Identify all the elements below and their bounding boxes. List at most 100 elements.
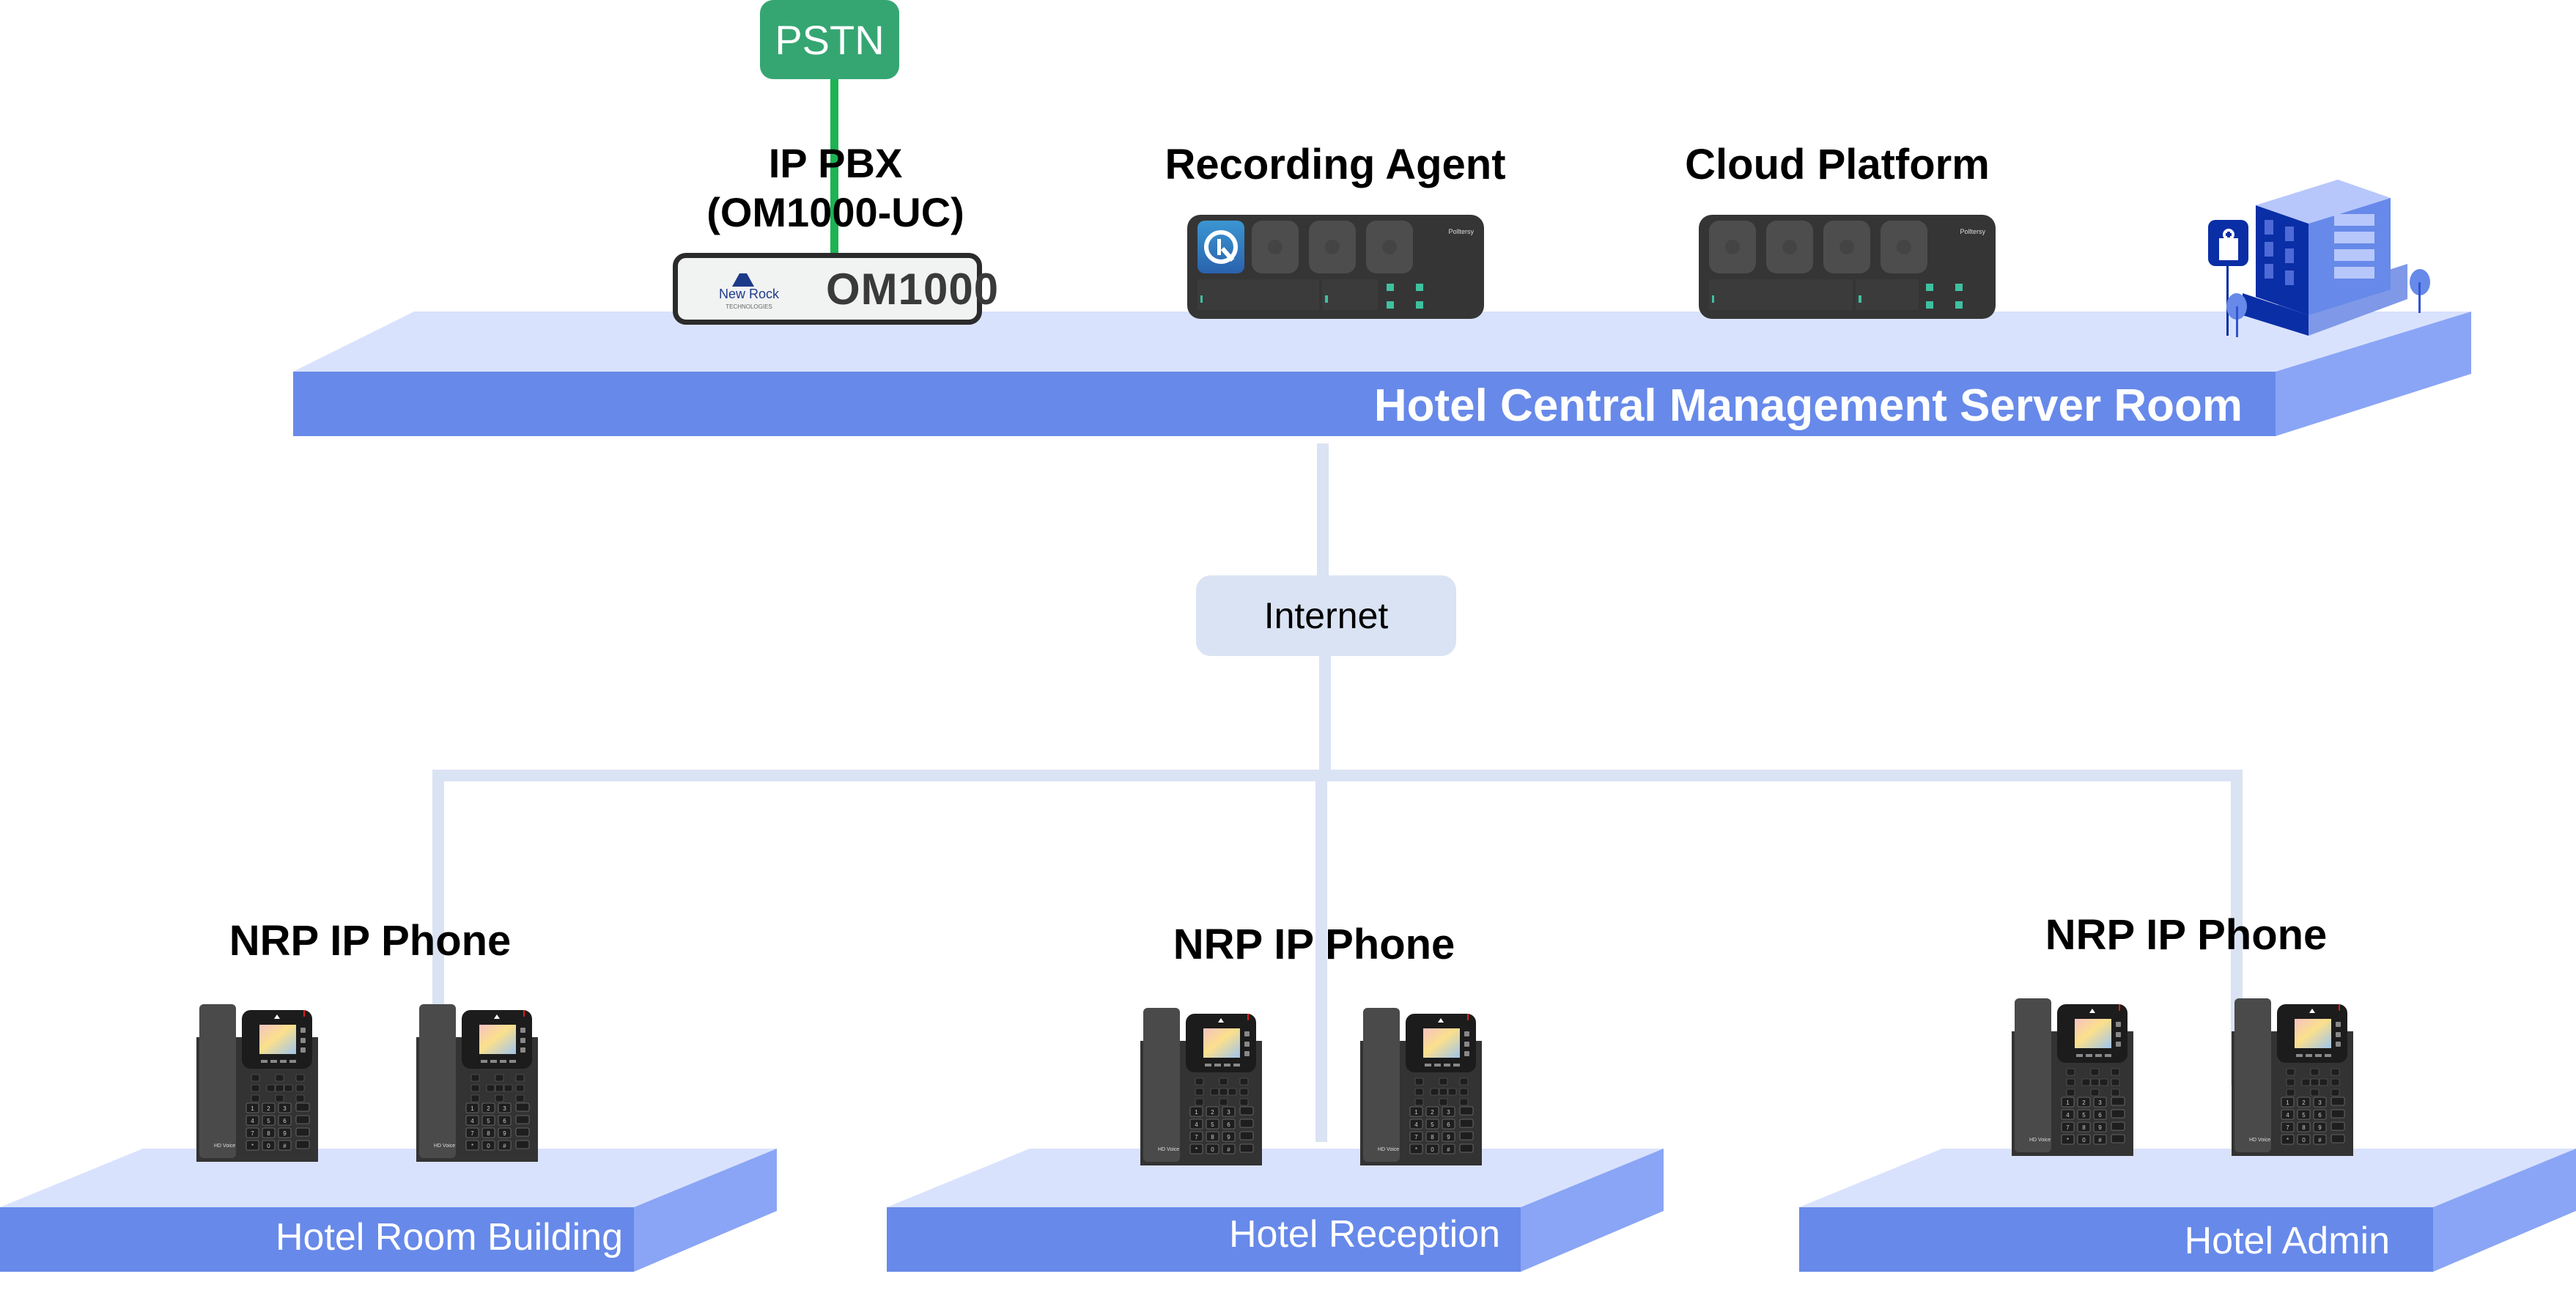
svg-text:8: 8 [267,1130,270,1137]
drive-bay-icon [1823,221,1870,273]
svg-text:HD Voice: HD Voice [2249,1138,2270,1143]
svg-text:0: 0 [1211,1146,1214,1153]
recording-agent-device: Polltersy [1187,215,1484,319]
ip-pbx-title: IP PBX [768,140,903,186]
site-label-admin: Hotel Admin [2184,1220,2390,1262]
site-platform-admin [1799,1149,2576,1272]
recording-agent-title: Recording Agent [1165,141,1506,188]
svg-text:*: * [251,1143,254,1149]
svg-text:4: 4 [2066,1112,2070,1119]
svg-text:6: 6 [503,1118,506,1124]
svg-text:5: 5 [1211,1121,1214,1128]
site-label-reception: Hotel Reception [1229,1213,1500,1256]
status-led-icon [1955,301,1963,309]
svg-text:5: 5 [267,1118,270,1124]
svg-text:#: # [283,1143,287,1149]
svg-text:7: 7 [2066,1124,2070,1131]
svg-text:*: * [2067,1137,2069,1143]
platform-front-face [293,372,2276,436]
svg-text:4: 4 [1414,1121,1418,1128]
svg-text:9: 9 [283,1130,287,1137]
svg-text:9: 9 [1447,1134,1450,1141]
platform-top-face [1799,1149,2576,1207]
new-rock-logo-icon: New Rock TECHNOLOGIES [694,263,804,314]
status-led-icon [1325,295,1328,303]
svg-text:#: # [2318,1137,2322,1143]
pstn-trunk-line [830,78,838,254]
drive-bay-icon [1881,221,1927,273]
status-led-icon [1712,295,1714,303]
connector-branch-reception [1315,781,1327,1142]
svg-text:#: # [2098,1137,2102,1143]
svg-text:*: * [1195,1146,1197,1153]
svg-text:2: 2 [2302,1099,2306,1106]
svg-text:*: * [1415,1146,1417,1153]
internet-node: Internet [1196,575,1456,656]
svg-text:0: 0 [1431,1146,1434,1153]
svg-text:4: 4 [251,1118,254,1124]
connector-internet-to-bus [1319,655,1331,779]
svg-text:6: 6 [1447,1121,1450,1128]
platform-top-face [0,1149,777,1207]
drive-bay-icon [1252,221,1299,273]
svg-text:2: 2 [267,1105,270,1112]
drive-bay-icon [1366,221,1413,273]
status-led-icon [1200,295,1203,303]
status-led-icon [1859,295,1861,303]
svg-text:HD Voice: HD Voice [214,1143,235,1149]
om-model-text: OM1000 [826,264,1000,314]
status-led-icon [1387,301,1394,309]
drive-bay-icon [1766,221,1813,273]
svg-text:7: 7 [470,1130,474,1137]
svg-text:4: 4 [1195,1121,1198,1128]
platform-side-face [1521,1149,1664,1272]
phone-group-label-reception: NRP IP Phone [1173,921,1455,968]
platform-front-face [1799,1207,2433,1272]
pstn-node: PSTN [760,0,899,79]
svg-text:9: 9 [2098,1124,2102,1131]
status-led-icon [1926,301,1933,309]
status-led-icon [1387,284,1394,291]
svg-text:#: # [503,1143,506,1149]
svg-text:3: 3 [503,1105,506,1112]
server-brand: Polltersy [1960,228,1985,235]
phone-group-label-room-building: NRP IP Phone [229,917,512,965]
svg-text:5: 5 [2082,1112,2086,1119]
ip-pbx-model-label: (OM1000-UC) [706,189,964,235]
svg-text:1: 1 [2286,1099,2289,1106]
svg-text:0: 0 [267,1143,270,1149]
svg-text:8: 8 [487,1130,490,1137]
svg-text:2: 2 [1211,1109,1214,1116]
site-platform-room-building [0,1149,777,1272]
network-connectors [432,443,2243,1142]
status-led-icon [1955,284,1963,291]
svg-text:5: 5 [487,1118,490,1124]
connector-branch-room-building [432,770,444,1012]
svg-text:8: 8 [2082,1124,2086,1131]
svg-text:6: 6 [1227,1121,1230,1128]
drive-bay-icon [1709,221,1756,273]
platform-front-face [0,1207,634,1272]
svg-text:0: 0 [2302,1137,2306,1143]
svg-text:7: 7 [1414,1134,1418,1141]
svg-text:4: 4 [470,1118,474,1124]
platform-side-face [2433,1149,2576,1272]
drive-bay-icon [1309,221,1356,273]
svg-text:1: 1 [470,1105,474,1112]
cloud-platform-title: Cloud Platform [1685,141,1990,188]
status-led-icon [1416,301,1423,309]
svg-text:1: 1 [1195,1109,1198,1116]
server-room-platform [293,312,2471,436]
platform-side-face [2276,312,2471,436]
svg-text:1: 1 [2066,1099,2070,1106]
svg-text:9: 9 [503,1130,506,1137]
svg-text:HD Voice: HD Voice [1378,1147,1399,1152]
svg-text:9: 9 [2318,1124,2322,1131]
